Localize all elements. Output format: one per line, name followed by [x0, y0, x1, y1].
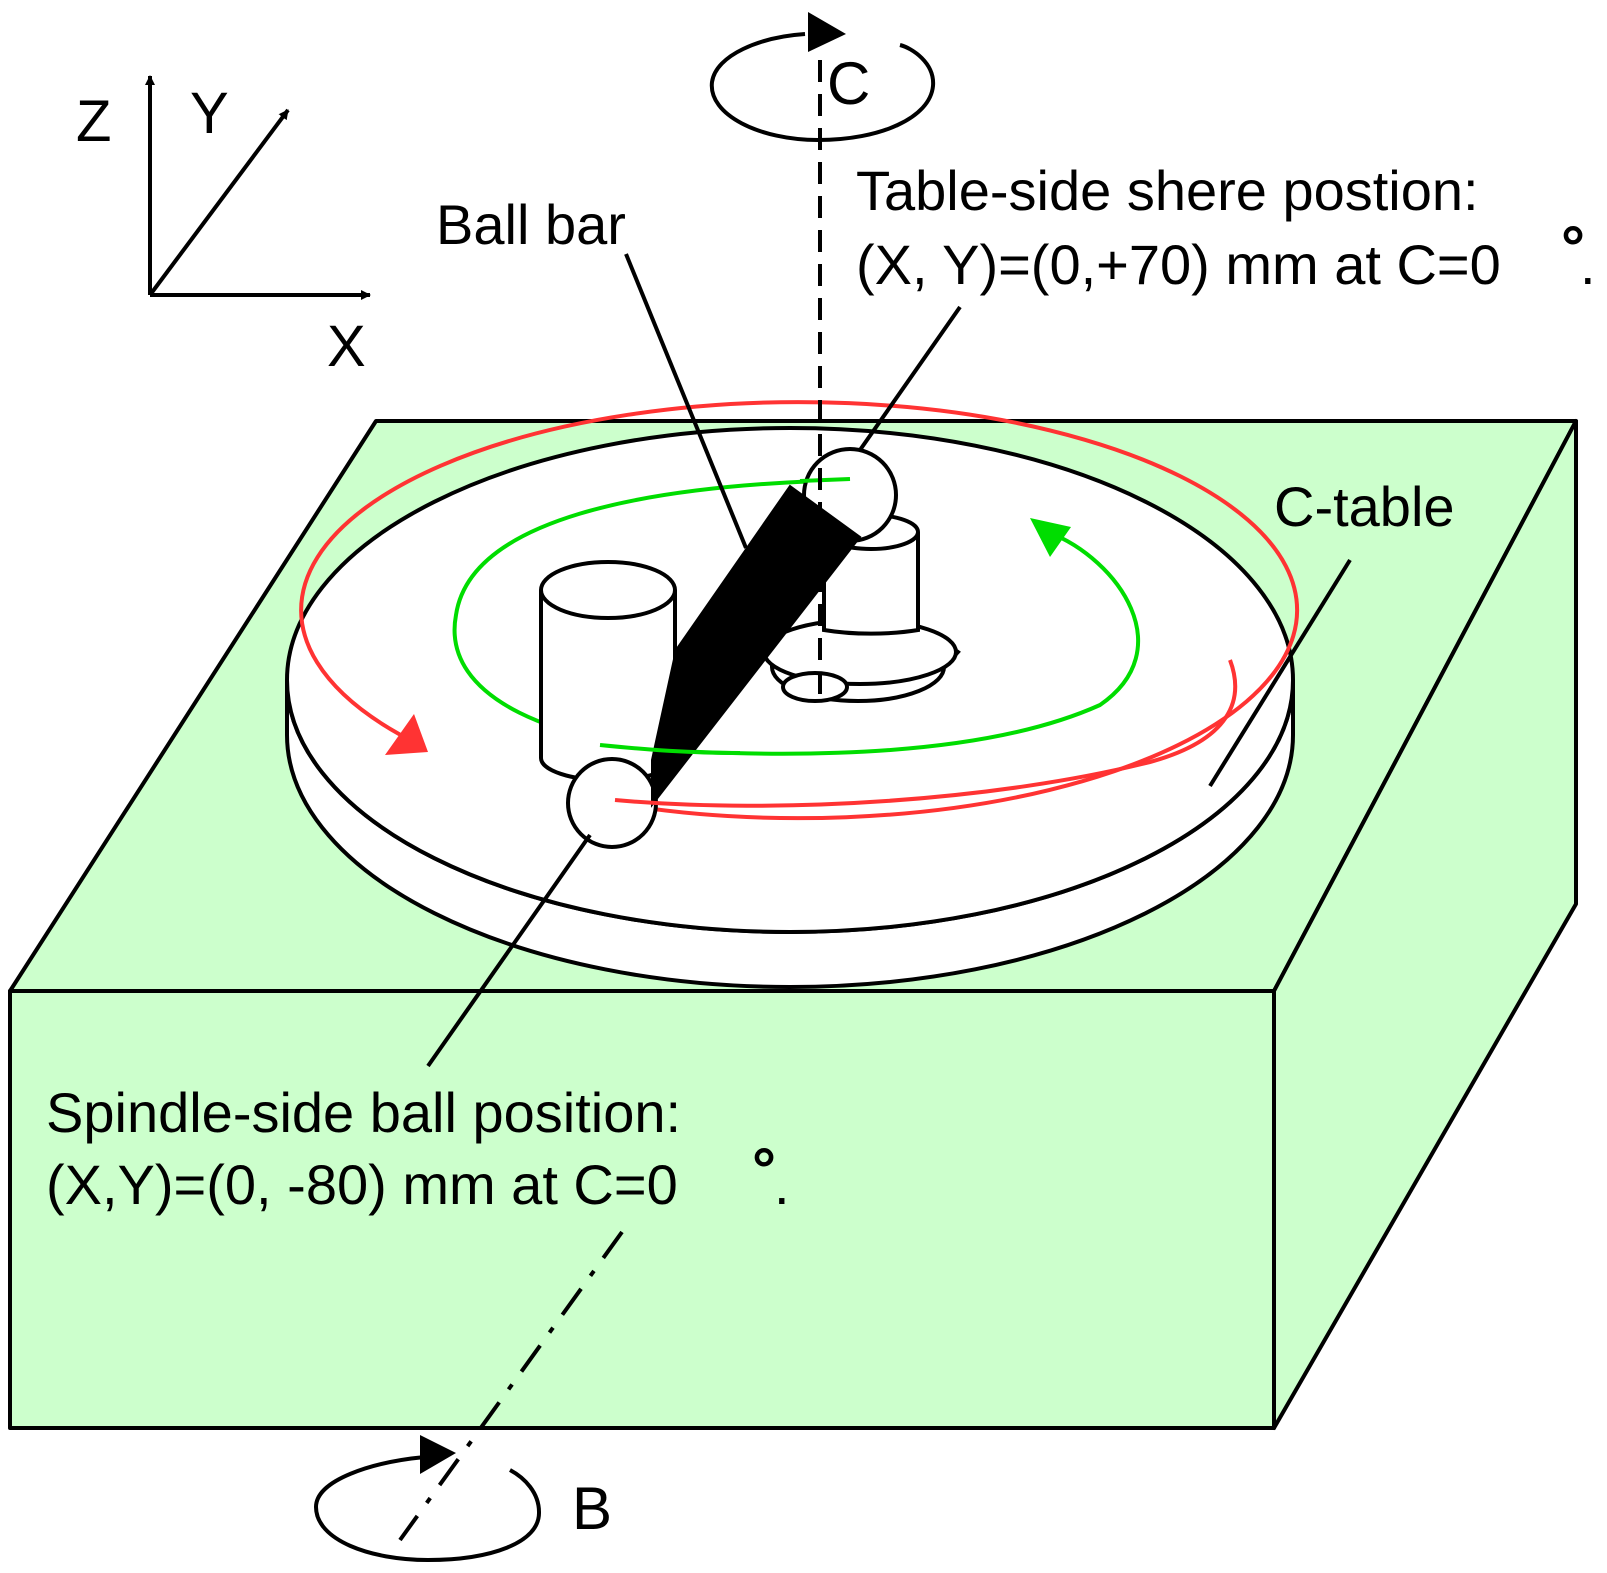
b-rotation-arrow — [313, 1435, 542, 1563]
spindle-side-period: . — [774, 1153, 790, 1216]
spindle-side-position-line1: Spindle-side ball position: — [46, 1081, 681, 1144]
c-rotation-arrow — [709, 12, 936, 143]
table-side-degree-symbol: ° — [1561, 214, 1585, 281]
green-path-front — [599, 743, 741, 755]
spindle-cylinder-top — [539, 560, 677, 620]
base-side-face — [1272, 419, 1578, 1430]
c-arrowhead-icon — [808, 12, 846, 52]
spindle-side-leader — [426, 833, 592, 1068]
green-path-arrowhead — [1030, 518, 1071, 557]
c-table-leader — [1208, 558, 1352, 788]
red-path-front — [614, 659, 1238, 808]
z-axis-label: Z — [76, 89, 111, 154]
rotation-arrow-icon — [709, 32, 936, 143]
fixture-hole — [781, 671, 849, 703]
b-arrowhead-icon — [420, 1435, 456, 1474]
green-path-top-piece — [799, 477, 851, 483]
b-rotation-label: B — [572, 1475, 612, 1542]
red-path-upper — [299, 400, 1300, 821]
ball-bar-label: Ball bar — [436, 193, 626, 256]
y-axis-label: Y — [190, 81, 229, 146]
rotation-arrow-icon — [313, 1455, 542, 1563]
fixture-post — [822, 532, 920, 636]
b-axis-line — [398, 1230, 624, 1542]
c-table-label: C-table — [1274, 475, 1455, 538]
x-axis-label: X — [327, 314, 366, 379]
c-rotation-label: C — [827, 50, 870, 117]
spindle-side — [539, 560, 677, 849]
ball-bar-leader — [624, 253, 748, 549]
y-axis-arrow — [148, 108, 290, 297]
spindle-side-degree-symbol: ° — [752, 1136, 776, 1203]
red-path-arrowhead — [385, 714, 428, 755]
table-side-position-line1: Table-side shere postion: — [856, 159, 1479, 222]
ball-bar — [651, 484, 862, 808]
table-side-leader — [858, 305, 962, 452]
table-side-position-line2: (X, Y)=(0,+70) mm at C=0 — [856, 233, 1501, 296]
coordinate-axes: Z Y X — [76, 75, 371, 379]
spindle-side-position-line2: (X,Y)=(0, -80) mm at C=0 — [46, 1153, 678, 1216]
table-side-period: . — [1580, 233, 1596, 296]
